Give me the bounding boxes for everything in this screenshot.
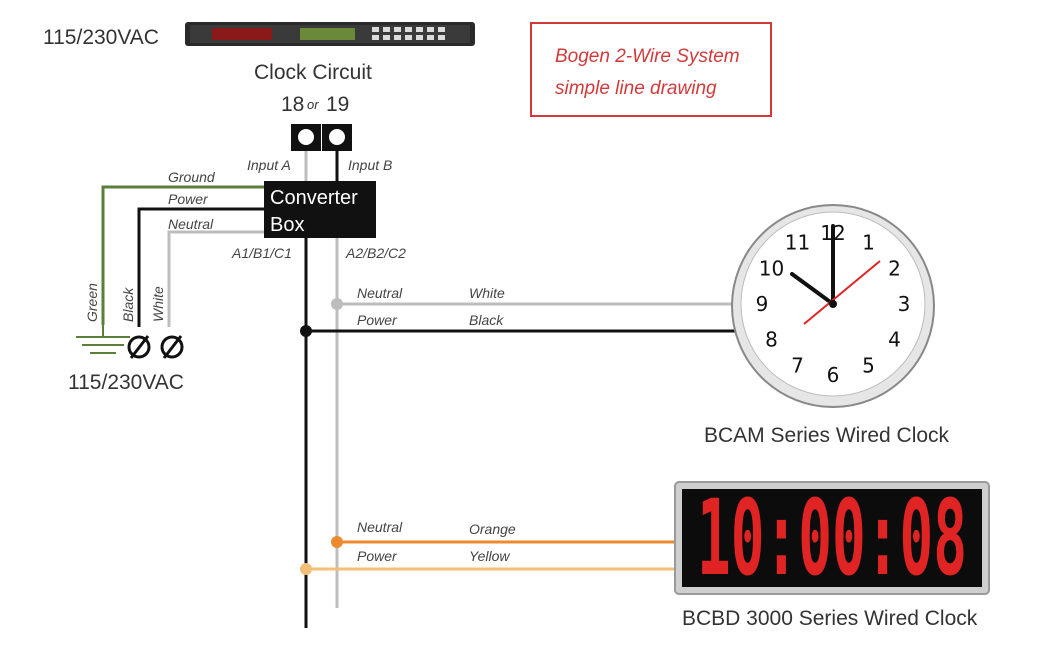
analog-neutral-label: Neutral bbox=[357, 285, 403, 301]
digital-clock-wiring: Neutral Orange Power Yellow bbox=[300, 519, 676, 575]
clock-number: 5 bbox=[862, 354, 875, 378]
title-note-line1: Bogen 2-Wire System bbox=[555, 46, 740, 67]
ground-icon bbox=[76, 325, 130, 354]
input-b-label: Input B bbox=[348, 157, 392, 173]
green-wire-label: Green bbox=[84, 283, 100, 322]
analog-power-color: Black bbox=[469, 312, 504, 328]
terminal-a-number: 18 bbox=[281, 93, 304, 116]
digital-neutral-label: Neutral bbox=[357, 519, 403, 535]
output-b-label: A2/B2/C2 bbox=[345, 245, 406, 261]
outlet-terminal-icon bbox=[127, 335, 184, 359]
digital-display: 10:00:08 bbox=[697, 477, 967, 599]
clock-number: 9 bbox=[756, 292, 769, 316]
title-note-line2: simple line drawing bbox=[555, 78, 717, 99]
input-a-label: Input A bbox=[247, 157, 291, 173]
second-hand bbox=[803, 260, 881, 325]
hour-hand bbox=[790, 272, 835, 306]
terminal-b-number: 19 bbox=[326, 93, 349, 116]
analog-neutral-color: White bbox=[469, 285, 505, 301]
clock-number: 10 bbox=[759, 257, 784, 281]
converter-line1: Converter bbox=[270, 187, 358, 209]
neutral-label: Neutral bbox=[168, 216, 214, 232]
clock-number: 2 bbox=[888, 257, 901, 281]
converter-box: Converter Box bbox=[264, 181, 376, 238]
clock-circuit-voltage: 115/230VAC bbox=[43, 26, 159, 49]
analog-clock-wiring: Neutral White Power Black bbox=[300, 285, 738, 337]
clock-number: 8 bbox=[765, 328, 778, 352]
clock-number: 3 bbox=[898, 292, 911, 316]
clock-circuit-unit: 115/230VAC Clock Circuit 18 or 19 bbox=[43, 22, 475, 151]
power-label: Power bbox=[168, 191, 209, 207]
clock-circuit-label: Clock Circuit bbox=[254, 61, 372, 84]
analog-clock-icon: 121234567891011 bbox=[731, 204, 935, 408]
digital-clock-icon: 10:00:08 bbox=[674, 477, 990, 599]
clock-number: 4 bbox=[888, 328, 901, 352]
analog-clock-label: BCAM Series Wired Clock bbox=[704, 424, 950, 447]
supply-wires: Ground Power Neutral Green Black White bbox=[84, 169, 264, 327]
ground-label: Ground bbox=[168, 169, 216, 185]
terminal-or: or bbox=[307, 97, 319, 112]
clock-numbers: 121234567891011 bbox=[756, 221, 911, 387]
converter-line2: Box bbox=[270, 214, 304, 236]
digital-power-color: Yellow bbox=[469, 548, 510, 564]
white-wire-label: White bbox=[150, 286, 166, 322]
digital-power-label: Power bbox=[357, 548, 398, 564]
supply-voltage-label: 115/230VAC bbox=[68, 371, 184, 394]
black-wire-label: Black bbox=[120, 287, 136, 322]
clock-number: 11 bbox=[785, 231, 810, 255]
output-a-label: A1/B1/C1 bbox=[231, 245, 292, 261]
clock-number: 7 bbox=[791, 354, 804, 378]
clock-number: 6 bbox=[827, 363, 840, 387]
clock-number: 1 bbox=[862, 231, 875, 255]
digital-clock-label: BCBD 3000 Series Wired Clock bbox=[682, 607, 978, 630]
digital-neutral-color: Orange bbox=[469, 521, 516, 537]
title-note: Bogen 2-Wire System simple line drawing bbox=[530, 22, 772, 117]
analog-power-label: Power bbox=[357, 312, 398, 328]
